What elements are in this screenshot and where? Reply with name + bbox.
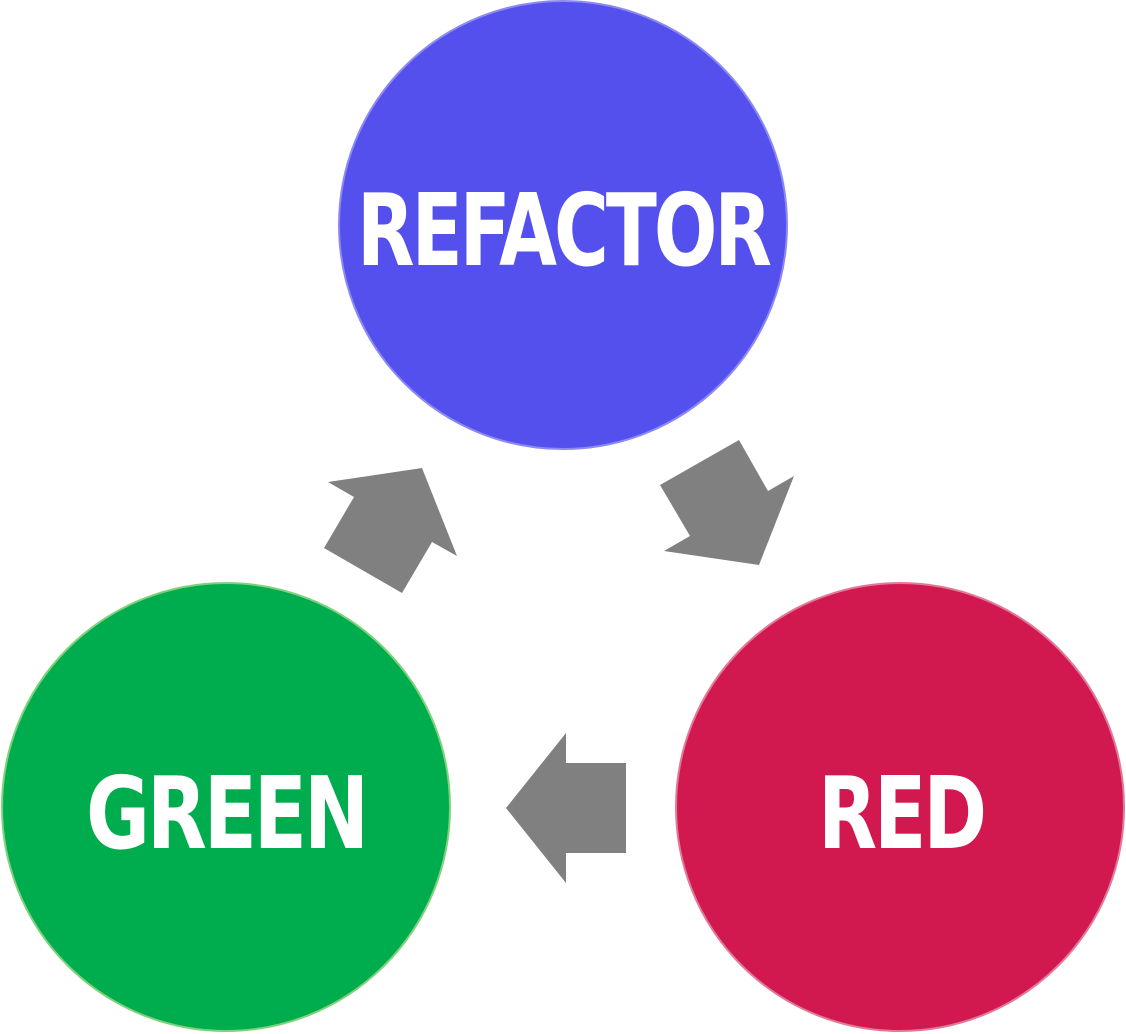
green-node: GREEN bbox=[1, 582, 451, 1032]
arrow-green-to-refactor bbox=[324, 468, 457, 593]
refactor-label: REFACTOR bbox=[357, 172, 770, 289]
arrow-red-to-green bbox=[506, 733, 626, 883]
refactor-node: REFACTOR bbox=[338, 0, 788, 450]
green-label: GREEN bbox=[86, 755, 366, 872]
cycle-arrows bbox=[324, 440, 794, 883]
red-node: RED bbox=[675, 582, 1125, 1032]
arrow-refactor-to-red bbox=[660, 440, 794, 565]
red-circle bbox=[675, 582, 1125, 1032]
red-label: RED bbox=[818, 755, 984, 872]
green-circle bbox=[1, 582, 451, 1032]
refactor-circle bbox=[338, 0, 788, 450]
